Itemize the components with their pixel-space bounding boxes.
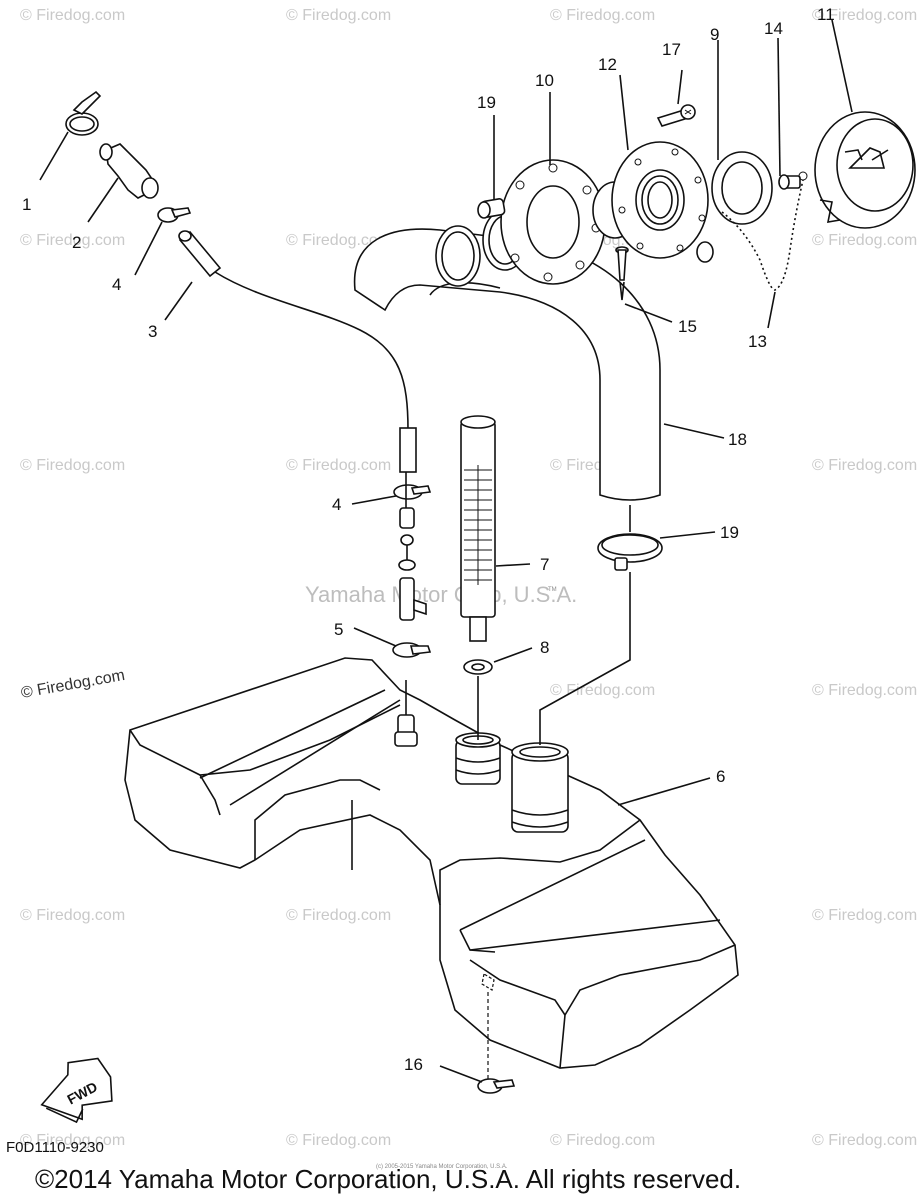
spacer-part-19-top xyxy=(477,198,506,219)
center-watermark: Yamaha Motor Corp, U.S.A. xyxy=(305,582,577,607)
screw-part-14 xyxy=(778,174,801,190)
clip-part-4-lower xyxy=(393,484,432,500)
tank-vent-nipple xyxy=(394,680,418,747)
callout-4: 4 xyxy=(332,495,341,514)
callout-18: 18 xyxy=(728,430,747,449)
vent-hose-part-3 xyxy=(178,230,417,473)
watermark: © Firedog.com xyxy=(812,907,917,924)
callout-4: 4 xyxy=(112,275,121,294)
clip-part-4-upper xyxy=(157,207,192,223)
callout-2: 2 xyxy=(72,233,81,252)
filler-cap-part-11 xyxy=(814,111,916,229)
watermark: © Firedog.com xyxy=(20,1132,125,1149)
trademark-mark: TM xyxy=(548,587,557,593)
watermark: © Firedog.com xyxy=(286,1132,391,1149)
watermark: © Firedog.com xyxy=(286,232,391,249)
watermark: © Firedog.com xyxy=(812,7,917,24)
callout-19: 19 xyxy=(477,93,496,112)
callout-14: 14 xyxy=(764,19,783,38)
clip-part-5 xyxy=(392,642,432,658)
watermark: © Firedog.com xyxy=(812,1132,917,1149)
callouts: 1 2 4 3 4 5 19 10 12 17 9 14 11 15 13 18… xyxy=(22,5,835,1074)
callout-9: 9 xyxy=(710,25,719,44)
fwd-arrow-icon: FWD xyxy=(40,1057,113,1124)
callout-13: 13 xyxy=(748,332,767,351)
fuel-tank-part-6 xyxy=(124,657,739,1069)
rivet-part-15 xyxy=(615,246,629,301)
callout-7: 7 xyxy=(540,555,549,574)
fuel-filter-part-7 xyxy=(460,415,496,642)
callout-6: 6 xyxy=(716,767,725,786)
callout-16: 16 xyxy=(404,1055,423,1074)
leader-lines xyxy=(39,19,853,1083)
callout-1: 1 xyxy=(22,195,31,214)
vent-joint xyxy=(398,472,427,621)
watermark: © Firedog.com xyxy=(550,682,655,699)
watermark: © Firedog.com xyxy=(20,232,125,249)
callout-12: 12 xyxy=(598,55,617,74)
callout-11: 11 xyxy=(817,5,835,24)
callout-5: 5 xyxy=(334,620,343,639)
watermark: © Firedog.com xyxy=(812,457,917,474)
clip-part-1 xyxy=(65,90,102,136)
watermark: © Firedog.com xyxy=(20,907,125,924)
gasket-part-10 xyxy=(500,159,606,285)
diagram-code: F0D1110-9230 xyxy=(6,1139,104,1156)
watermark: © Firedog.com xyxy=(20,7,125,24)
watermark: © Firedog.com xyxy=(20,667,127,702)
watermark: © Firedog.com xyxy=(286,7,391,24)
washer-part-8 xyxy=(463,659,493,740)
callout-3: 3 xyxy=(148,322,157,341)
screw-part-17 xyxy=(656,104,696,127)
copyright-notice: ©2014 Yamaha Motor Corporation, U.S.A. A… xyxy=(35,1164,741,1194)
callout-19: 19 xyxy=(720,523,739,542)
chain-part-13 xyxy=(696,171,808,291)
filler-neck-part-12 xyxy=(592,141,709,259)
callout-10: 10 xyxy=(535,71,554,90)
tank-filler-neck xyxy=(511,742,569,833)
watermark: © Firedog.com xyxy=(20,457,125,474)
o-ring-seal xyxy=(435,225,481,287)
watermark: © Firedog.com xyxy=(286,457,391,474)
watermark: © Firedog.com xyxy=(812,232,917,249)
clip-part-16 xyxy=(477,973,516,1094)
tank-filter-neck xyxy=(455,732,501,785)
hose-clamp-part-19 xyxy=(539,505,663,745)
watermark: © Firedog.com xyxy=(550,1132,655,1149)
small-copyright: (c) 2005-2015 Yamaha Motor Corporation, … xyxy=(376,1164,508,1170)
callout-15: 15 xyxy=(678,317,697,336)
callout-17: 17 xyxy=(662,40,681,59)
watermark: © Firedog.com xyxy=(812,682,917,699)
seal-part-9 xyxy=(711,151,773,225)
check-valve-part-2 xyxy=(99,143,159,199)
watermark: © Firedog.com xyxy=(550,7,655,24)
watermark: © Firedog.com xyxy=(286,907,391,924)
callout-8: 8 xyxy=(540,638,549,657)
